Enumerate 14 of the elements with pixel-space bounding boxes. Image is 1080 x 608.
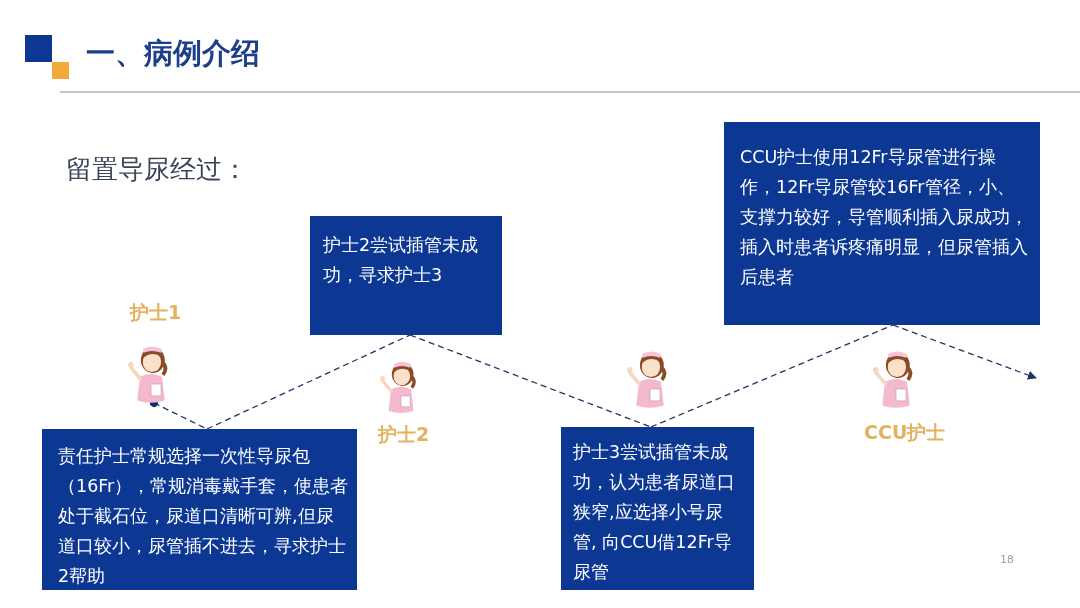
step-box: 护士3尝试插管未成功，认为患者尿道口狭窄,应选择小号尿管, 向CCU借12Fr导尿管 — [561, 427, 754, 590]
role-label: CCU护士 — [864, 420, 946, 445]
dashed-connector — [409, 334, 652, 428]
step-box: 护士2尝试插管未成功，寻求护士3 — [310, 216, 502, 335]
step-box: 责任护士常规选择一次性导尿包（16Fr），常规消毒戴手套，使患者处于截石位，尿道口清晰可辨,但尿道口较小，尿管插不进去，寻求护士2帮助 — [42, 429, 357, 590]
dashed-connector — [206, 334, 411, 430]
role-label: 护士1 — [130, 300, 182, 325]
section-title: 一、病例介绍 — [86, 35, 260, 72]
dashed-connector — [650, 324, 894, 428]
role-label: 护士2 — [378, 422, 430, 447]
subheading: 留置导尿经过： — [66, 153, 248, 186]
step-box: CCU护士使用12Fr导尿管进行操作，12Fr导尿管较16Fr管径，小、支撑力较好，导管顺利插入尿成功，插入时患者诉疼痛明显，但尿管插入后患者 — [724, 122, 1040, 325]
page-number: 18 — [1000, 553, 1014, 566]
dashed-connector — [892, 324, 1037, 380]
